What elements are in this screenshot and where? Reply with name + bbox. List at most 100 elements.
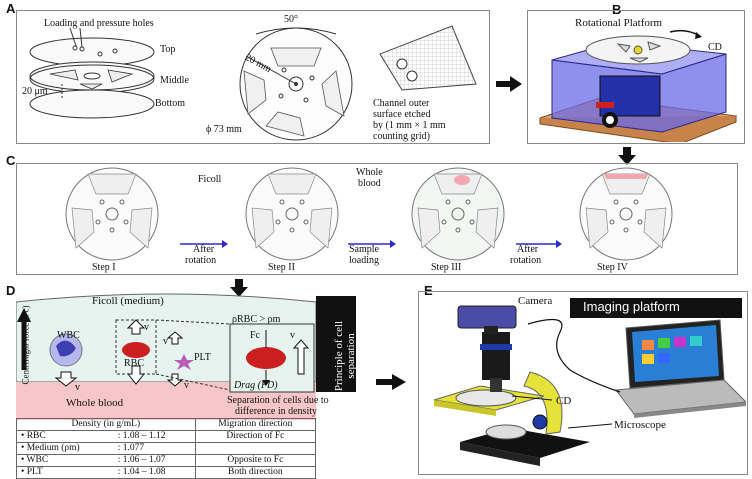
step-disc (411, 167, 505, 261)
step-channel (251, 207, 275, 249)
step-hole (609, 219, 615, 225)
table-row: • Medium (ρm) : 1.077 (15, 442, 317, 455)
step-channel (417, 207, 441, 249)
step-hole (123, 219, 129, 225)
rbc-velocity-label: v (144, 322, 149, 333)
step-hole (279, 199, 285, 205)
bottom-layer-label: Bottom (155, 98, 186, 109)
panel-e-letter: E (424, 283, 433, 298)
ficoll-medium-label: Ficoll (medium) (92, 295, 164, 307)
middle-layer-label: Middle (160, 75, 189, 86)
arrow-a-to-b-icon (496, 76, 522, 92)
rbc-label: RBC (124, 358, 145, 369)
separation-note-line-1: Separation of cells due to (227, 395, 329, 406)
step-hole (623, 227, 629, 233)
step-hole (303, 219, 309, 225)
step-channel (267, 173, 317, 195)
step-channel (309, 207, 333, 249)
step-hole (275, 219, 281, 225)
table-header-density: Density (in g/mL) (16, 418, 196, 431)
row-wbc-density: : 1.06 – 1.07 (113, 454, 196, 467)
step-arrow-head-icon (390, 240, 396, 248)
transition-2-line-2: loading (349, 255, 379, 266)
step-channel (475, 207, 499, 249)
step-hole (445, 199, 451, 205)
step-channel (71, 207, 95, 249)
rotational-platform-label: Rotational Platform (575, 17, 663, 29)
drag-label: Drag (FD) (234, 380, 278, 391)
step-disc (65, 167, 159, 261)
thickness-label: 20 μm (22, 86, 48, 97)
panel-d-letter: D (6, 283, 16, 298)
step-hub (451, 207, 465, 221)
ficoll-label: Ficoll (198, 174, 222, 185)
step-hub (285, 207, 299, 221)
centrifugal-force-label: Centrifugal force (Fc) (20, 305, 31, 385)
step-hole (441, 219, 447, 225)
step-hole (95, 219, 101, 225)
table-header-row: Density (in g/mL) Migration direction (16, 418, 317, 431)
density-inequality-label: ρRBC > ρm (232, 314, 281, 325)
row-plt-direction: Both direction (194, 466, 317, 479)
zoom-velocity-label: v (290, 330, 295, 341)
table-row: • WBC : 1.06 – 1.07 Opposite to Fc (15, 454, 317, 467)
row-plt-name: • PLT (15, 466, 114, 479)
transition-3-line-2: rotation (510, 255, 542, 266)
channel-zoom (379, 25, 477, 91)
row-rbc-name: • RBC (15, 430, 114, 443)
wbc-label: WBC (57, 330, 80, 341)
step-hole (469, 219, 475, 225)
layered-disc-diagram (29, 27, 155, 119)
top-layer-label: Top (160, 44, 176, 55)
separated-blood-band (604, 174, 648, 179)
row-medium-density: : 1.077 (113, 442, 196, 455)
cell-separation-diagram (16, 293, 356, 420)
transition-1-line-1: After (193, 244, 215, 255)
imaging-cd-label: CD (556, 395, 572, 407)
plt-velocity-up-label: v (163, 336, 168, 347)
step-4-label: Step IV (597, 262, 628, 273)
separation-note-line-2: difference in density (235, 406, 318, 417)
table-row: • RBC : 1.08 – 1.12 Direction of Fc (15, 430, 317, 443)
step-hole (637, 219, 643, 225)
wbc-velocity-label: v (75, 382, 80, 393)
step-channel (87, 173, 137, 195)
platform-cd-label: CD (708, 42, 722, 53)
step-hub (619, 207, 633, 221)
step-hole (119, 199, 125, 205)
arrow-d-to-e-icon (376, 374, 406, 390)
whole-blood-label-1: Whole (356, 167, 383, 178)
channel-line-3: by (1 mm × 1 mm (373, 120, 446, 131)
step-hole (465, 199, 471, 205)
step-3-label: Step III (431, 262, 462, 273)
row-plt-density: : 1.04 – 1.08 (113, 466, 196, 479)
panel-b-letter: B (612, 2, 622, 17)
arrow-b-to-c-icon (618, 147, 636, 165)
step-hole (99, 199, 105, 205)
step-arrow-head-icon (556, 240, 562, 248)
arrow-c-to-d-icon (230, 279, 248, 297)
step-disc (579, 167, 673, 261)
steps-diagram (65, 167, 673, 261)
microscope-label: Microscope (614, 419, 666, 431)
plt-label: PLT (194, 352, 211, 363)
whole-blood-label-2: blood (358, 178, 381, 189)
row-wbc-name: • WBC (15, 454, 114, 467)
row-rbc-direction: Direction of Fc (194, 430, 317, 443)
channel-line-1: Channel outer (373, 98, 430, 109)
step-hole (455, 227, 461, 233)
rotation-arrow-icon (669, 29, 702, 39)
transition-2-line-1: Sample (349, 244, 379, 255)
panel-c-letter: C (6, 153, 16, 168)
step-arrow-head-icon (222, 240, 228, 248)
panel-a-letter: A (6, 1, 16, 16)
step-hole (633, 199, 639, 205)
step-hole (109, 227, 115, 233)
transition-3-line-1: After (517, 244, 539, 255)
step-hole (299, 199, 305, 205)
step-hole (289, 227, 295, 233)
imaging-platform-title: Imaging platform (583, 299, 680, 314)
step-hub (105, 207, 119, 221)
step-channel (585, 207, 609, 249)
step-hole (613, 199, 619, 205)
